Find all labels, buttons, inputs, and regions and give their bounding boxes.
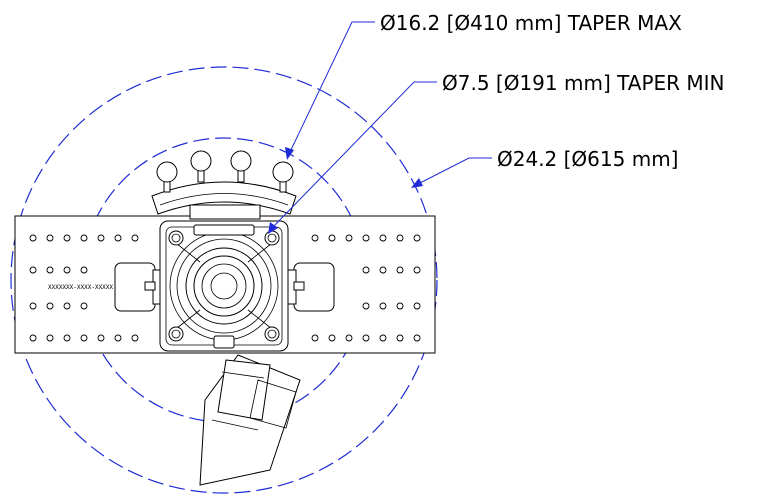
leader-outer: [411, 157, 492, 188]
corner-bolt: [168, 326, 184, 342]
knob: [190, 150, 212, 183]
callout-taper-min: Ø7.5 [Ø191 mm] TAPER MIN: [442, 71, 725, 95]
knob: [230, 150, 252, 183]
callout-outer: Ø24.2 [Ø615 mm]: [497, 147, 678, 171]
plate-marking: XXXXXXX-XXXX-XXXXX: [48, 284, 113, 291]
outer-diameter-circle: [10, 66, 438, 494]
upper-fixture: [151, 181, 297, 220]
corner-bolt: [264, 230, 280, 246]
right-hole-grid: [311, 234, 421, 342]
left-clamp: [114, 262, 162, 312]
knob-row: [156, 150, 294, 193]
knob: [156, 161, 178, 193]
corner-bolt: [168, 230, 184, 246]
leader-taper-max: [285, 21, 375, 160]
left-hole-grid: [29, 234, 139, 342]
knob: [272, 161, 294, 193]
leader-taper-min: [268, 81, 437, 234]
callout-taper-max: Ø16.2 [Ø410 mm] TAPER MAX: [380, 11, 682, 35]
center-housing: [159, 220, 289, 352]
corner-bolt: [264, 326, 280, 342]
handle-arm: [199, 354, 301, 486]
right-clamp: [287, 262, 335, 312]
